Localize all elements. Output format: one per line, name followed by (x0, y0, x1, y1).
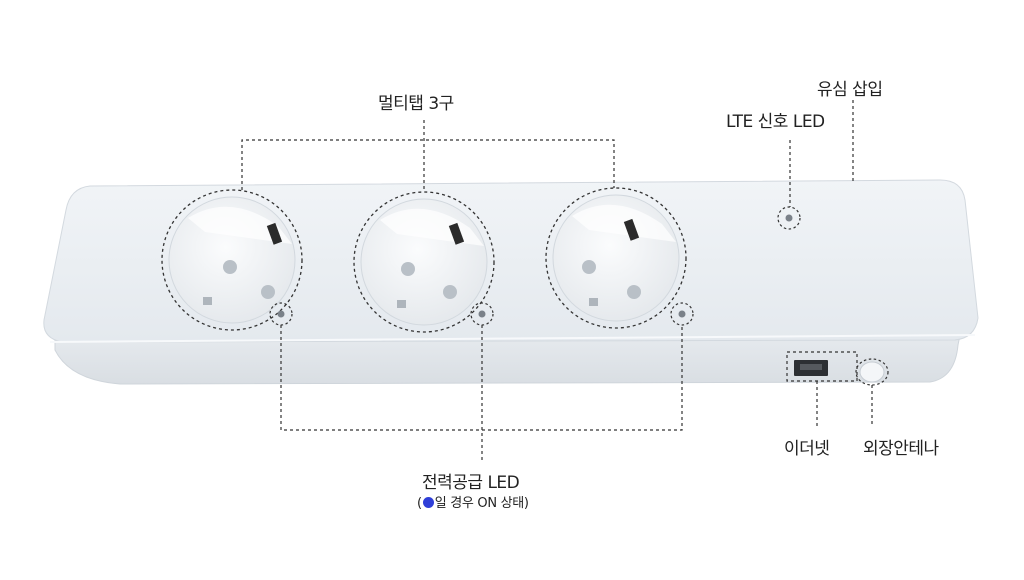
note-text: 일 경우 ON 상태) (434, 496, 529, 511)
led-indicator-icon (670, 302, 694, 326)
note-open-paren: ( (417, 496, 422, 511)
antenna-connector-icon (855, 358, 889, 386)
antenna-label: 외장안테나 (863, 439, 939, 459)
schuko-socket-icon (353, 191, 495, 333)
lte-led-icon (777, 206, 801, 230)
schuko-socket-icon (161, 189, 303, 331)
lte-led-label: LTE 신호 LED (726, 112, 825, 132)
power-led-label: 전력공급 LED (422, 473, 520, 493)
ethernet-label: 이더넷 (784, 439, 830, 459)
power-led-note: ( 일 경우 ON 상태) (417, 492, 529, 511)
usim-label: 유심 삽입 (817, 80, 883, 100)
leader-lines (241, 100, 873, 462)
multitap-label: 멀티탭 3구 (378, 94, 454, 114)
blue-dot-icon (422, 497, 434, 508)
schuko-socket-icon (545, 187, 687, 329)
